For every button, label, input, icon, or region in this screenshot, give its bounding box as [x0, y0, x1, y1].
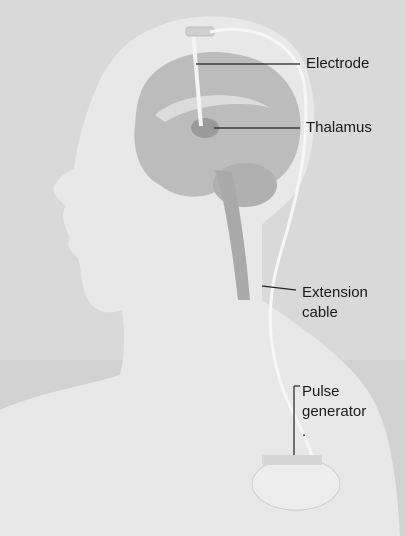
extension-cable-label: Extension cable	[302, 283, 368, 323]
pulse-generator-device	[252, 458, 340, 510]
pulse-generator-label: Pulse generator .	[302, 382, 366, 442]
thalamus-label: Thalamus	[306, 118, 372, 138]
extension-cable-leader	[262, 286, 296, 290]
pulse-generator-header	[262, 455, 322, 465]
electrode-label: Electrode	[306, 54, 369, 74]
burr-hole-cap	[186, 27, 214, 36]
